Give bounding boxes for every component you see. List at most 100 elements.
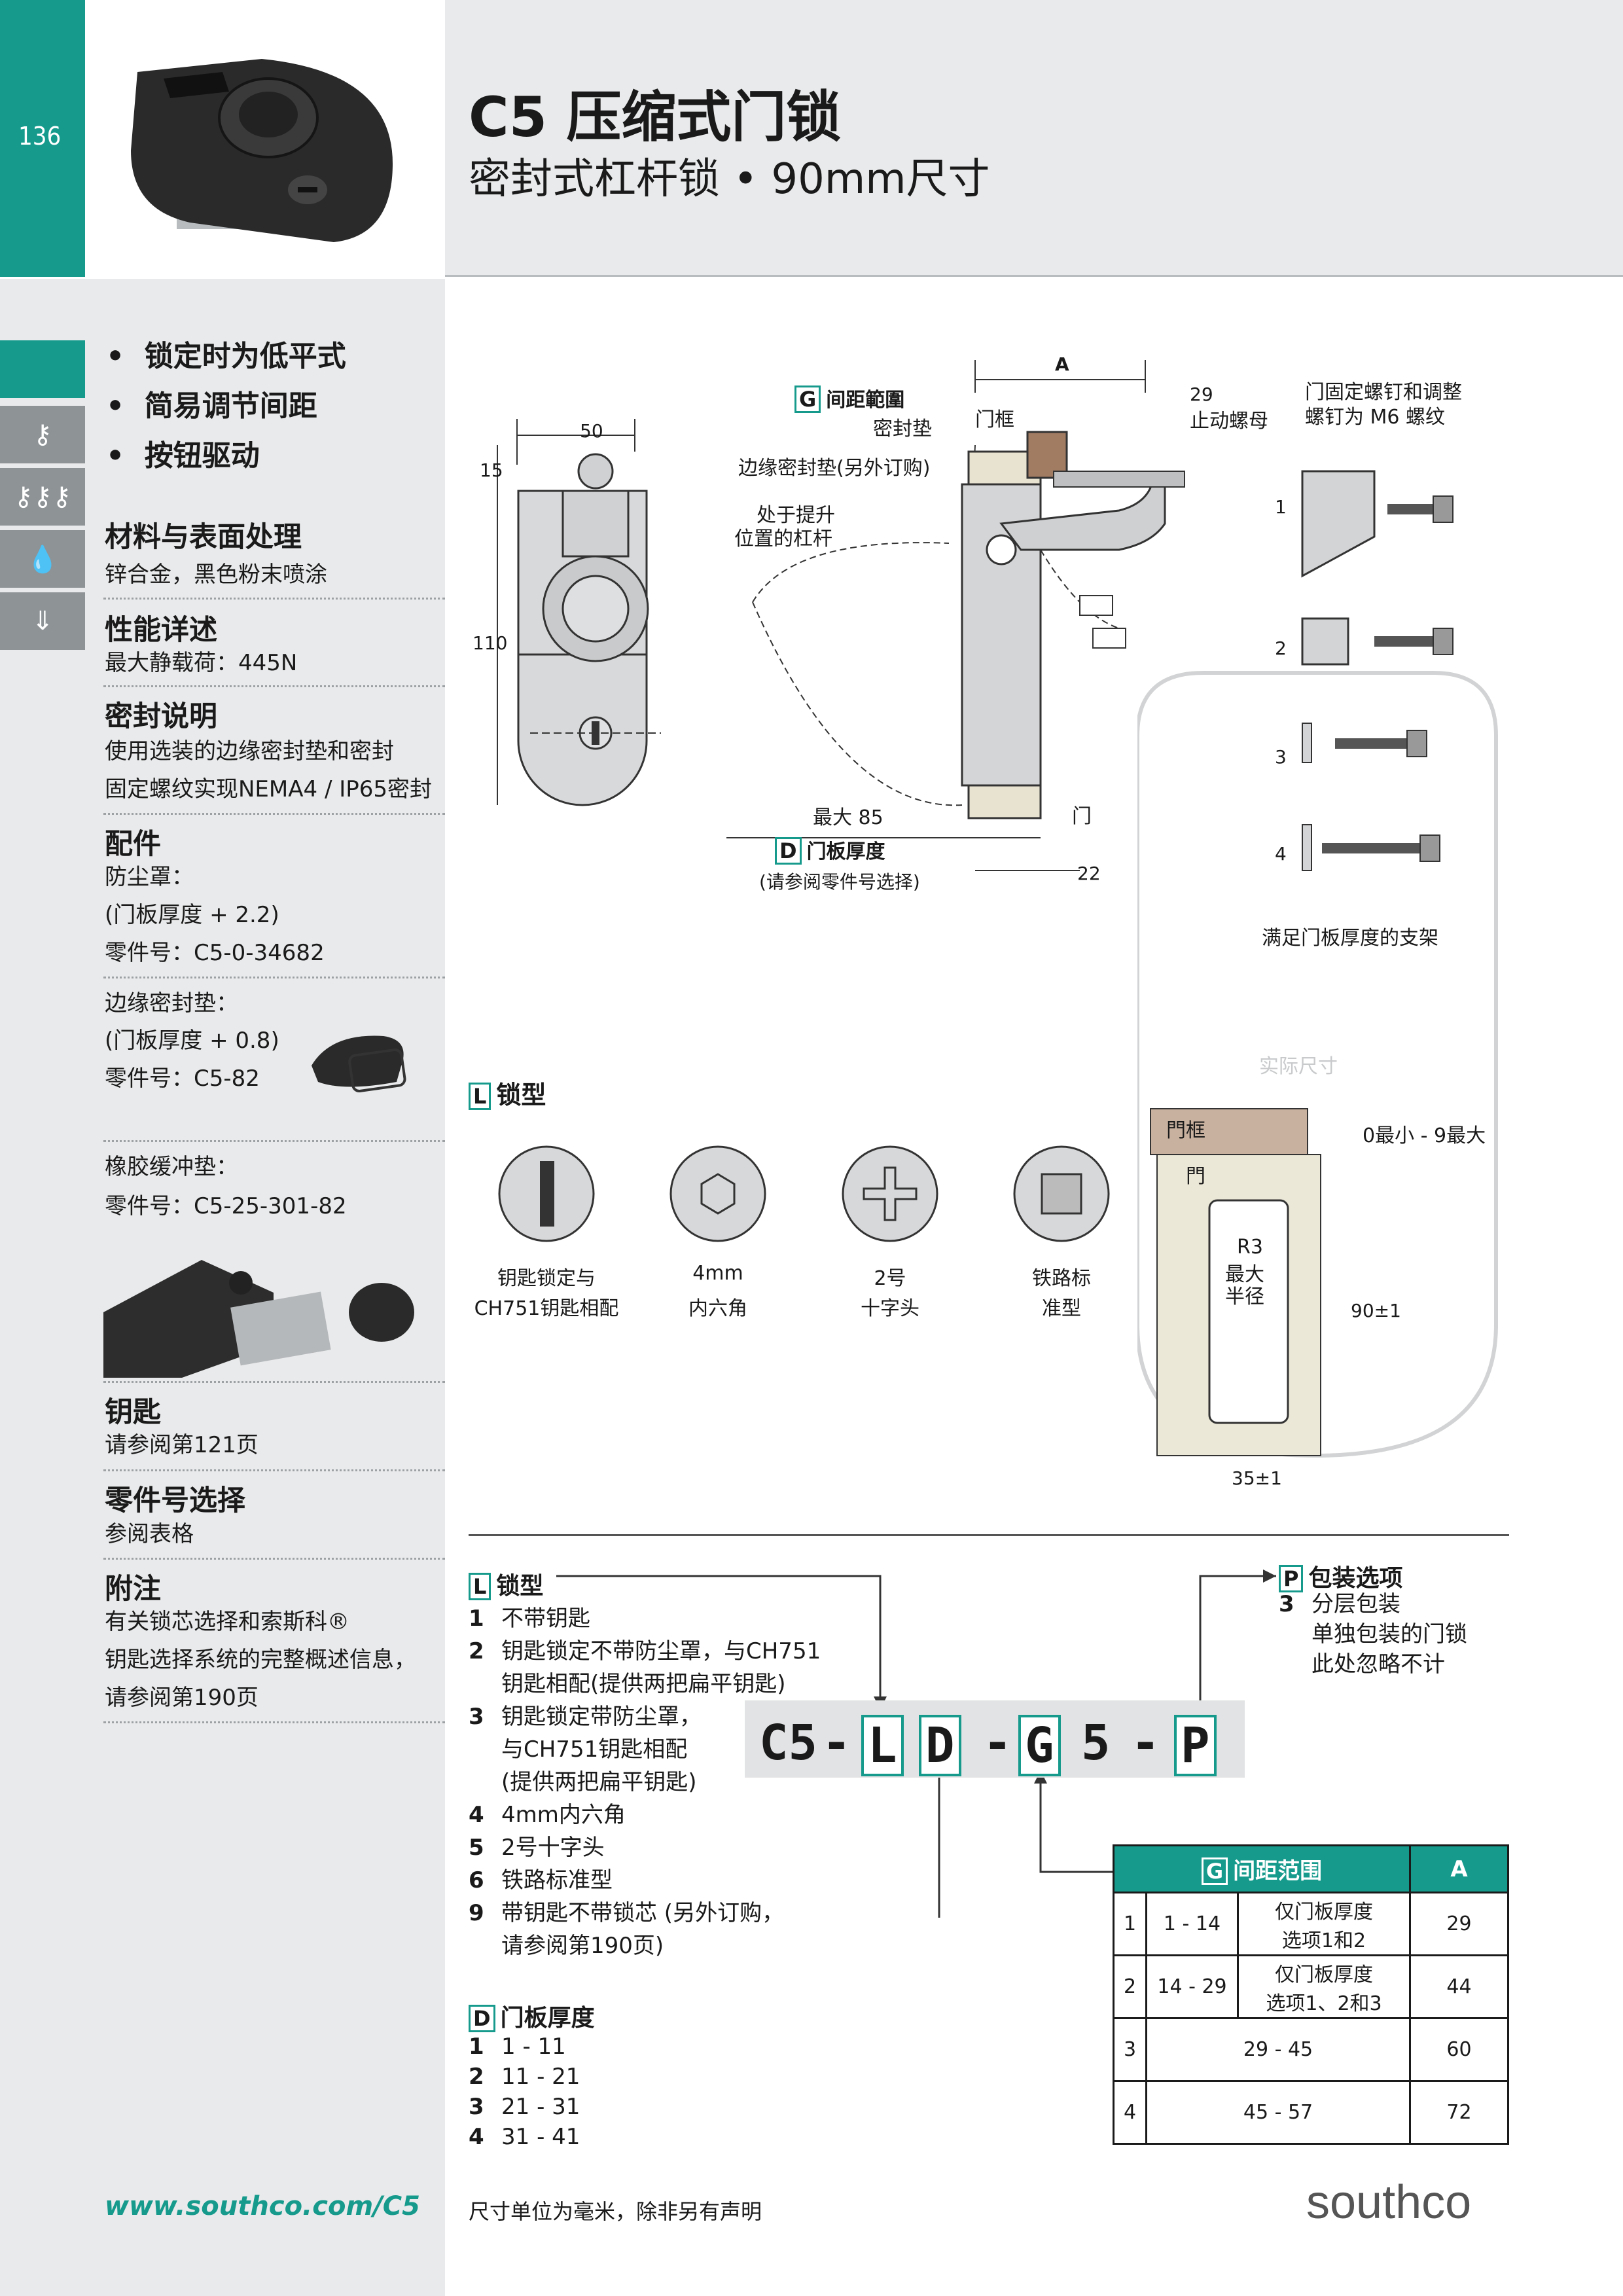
bumper-label: 橡胶缓冲垫：	[105, 1154, 238, 1180]
compression-icon: ⇓	[0, 592, 85, 650]
table-header-cell: A	[1409, 1844, 1509, 1893]
frame-label: 门框	[975, 408, 1014, 431]
feature-item: • 按钮驱动	[106, 439, 260, 473]
edge-gasket-text: (门板厚度 + 0.8)	[105, 1028, 279, 1054]
seal-text: 使用选装的边缘密封垫和密封	[105, 738, 394, 764]
code-D: D	[919, 1715, 961, 1776]
bracket-number: 3	[1275, 746, 1287, 768]
page-number: 136	[18, 122, 62, 151]
bracket-number: 1	[1275, 496, 1287, 518]
list-item: 钥匙相配(提供两把扁平钥匙)	[501, 1671, 786, 1697]
dim-90: 90±1	[1351, 1300, 1401, 1321]
lock-type-label: 十字头	[861, 1297, 919, 1320]
divider	[103, 1721, 445, 1723]
units-note: 尺寸单位为毫米，除非另有声明	[469, 2199, 762, 2224]
lock-type-label: 铁路标	[1032, 1267, 1091, 1290]
dust-cover-part: 零件号：C5-0-34682	[105, 940, 325, 966]
front-view-drawing	[497, 419, 661, 806]
feature-item: • 简易调节间距	[106, 389, 317, 423]
seal-heading: 密封说明	[105, 700, 217, 733]
code-5: 5	[1081, 1715, 1111, 1771]
dim-110: 110	[473, 632, 508, 654]
header-band	[445, 0, 1623, 277]
door-label: 门	[1072, 805, 1092, 828]
code-prefix: C5	[759, 1715, 818, 1771]
edge-gasket-callout: 边缘密封垫(另外订购)	[738, 457, 931, 480]
code-dash: -	[822, 1715, 851, 1771]
performance-heading: 性能详述	[105, 614, 217, 647]
divider	[103, 813, 445, 815]
radius-label: R3	[1237, 1236, 1263, 1259]
edge-gasket-part: 零件号：C5-82	[105, 1066, 260, 1092]
lock-type-label: 钥匙锁定与	[497, 1267, 596, 1290]
southco-logo: southco	[1306, 2176, 1472, 2229]
header-accent-bar	[0, 0, 85, 277]
performance-text: 最大静载荷：445N	[105, 650, 298, 676]
side-view-drawing	[726, 360, 1185, 871]
table-row: 3 29 - 45 60	[1113, 2017, 1509, 2082]
edge-gasket-label: 边缘密封垫：	[105, 990, 238, 1016]
divider	[103, 1381, 445, 1383]
section-divider	[469, 1534, 1509, 1536]
list-item: 单独包装的门锁	[1311, 1621, 1467, 1647]
raised-lever-callout: 处于提升	[757, 504, 835, 527]
key-text: 请参阅第121页	[105, 1432, 259, 1458]
part-number-text: 参阅表格	[105, 1521, 194, 1547]
door-cutout-label: 門	[1186, 1165, 1205, 1188]
key-icon: ⚷	[0, 406, 85, 463]
thickness-note: (请参阅零件号选择)	[759, 871, 920, 893]
dim-22: 22	[1077, 863, 1101, 884]
part-number-code	[745, 1700, 1245, 1778]
water-drops-icon: 💧	[0, 530, 85, 588]
notes-heading: 附注	[105, 1573, 161, 1605]
divider	[103, 1558, 445, 1560]
list-item: 与CH751钥匙相配	[501, 1736, 688, 1763]
code-dash: -	[983, 1715, 1012, 1771]
dim-29: 29	[1190, 384, 1213, 405]
table-row: 1 1 - 14 仅门板厚度选项1和2 29	[1113, 1892, 1509, 1956]
code-L: L	[861, 1715, 904, 1776]
seal-gasket-label: 密封垫	[873, 418, 932, 440]
lock-type-label: 2号	[874, 1267, 906, 1290]
bracket-number: 2	[1275, 637, 1287, 659]
frame-cutout-label: 門框	[1166, 1119, 1205, 1142]
page-subtitle: 密封式杠杆锁 • 90mm尺寸	[469, 155, 990, 204]
code-P: P	[1174, 1715, 1217, 1776]
raised-lever-callout: 位置的杠杆	[734, 528, 832, 550]
screw-note: 螺钉为 M6 螺纹	[1305, 406, 1446, 429]
page-title: C5 压缩式门锁	[469, 85, 842, 149]
product-photo	[85, 0, 445, 277]
divider	[103, 977, 445, 978]
range-label: 0最小 - 9最大	[1363, 1124, 1486, 1147]
footer-url[interactable]: www.southco.com/C5	[105, 2191, 420, 2221]
screw-note: 门固定螺钉和调整	[1305, 381, 1462, 404]
accessories-heading: 配件	[105, 828, 161, 861]
key-heading: 钥匙	[105, 1396, 161, 1429]
dim-A: A	[1055, 353, 1069, 375]
bracket-number: 4	[1275, 843, 1287, 865]
lock-type-label: CH751钥匙相配	[474, 1297, 619, 1320]
divider	[103, 1469, 445, 1471]
sidebar-tab	[0, 340, 85, 398]
lock-type-label: 内六角	[688, 1297, 747, 1320]
list-item: (提供两把扁平钥匙)	[501, 1769, 697, 1795]
lock-type-icons	[498, 1145, 1110, 1242]
table-row: 2 14 - 29 仅门板厚度选项1、2和3 44	[1113, 1954, 1509, 2019]
